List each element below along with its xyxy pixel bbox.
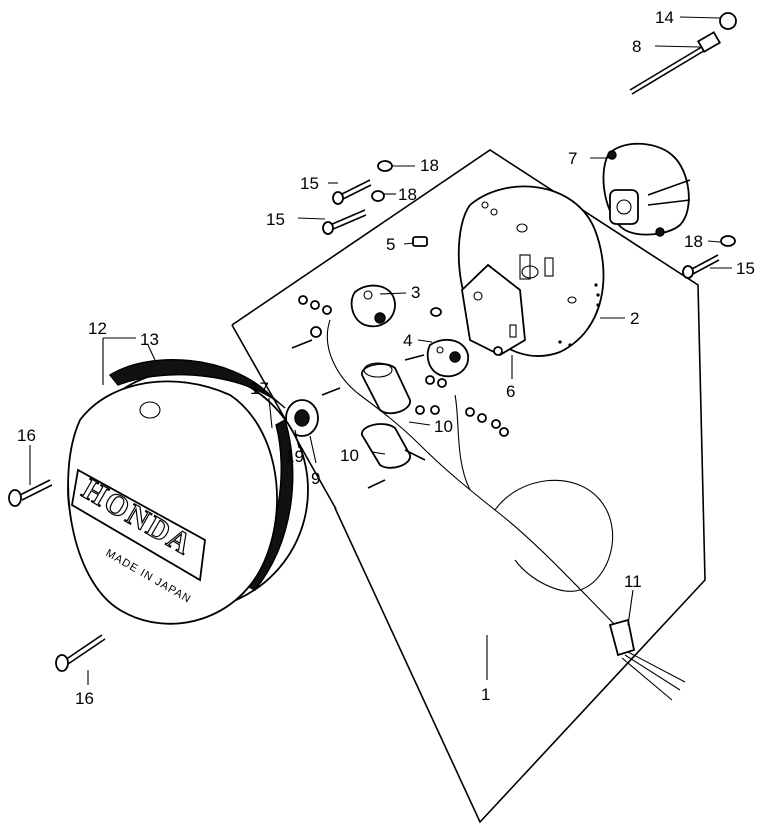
contact-point-lower xyxy=(426,338,469,378)
label-15-c: 15 xyxy=(736,259,755,278)
label-4: 4 xyxy=(403,331,412,350)
label-3: 3 xyxy=(411,283,420,302)
label-1: 1 xyxy=(481,685,490,704)
cover-screw-bottom xyxy=(55,634,106,672)
label-11: 11 xyxy=(624,572,642,591)
label-15-a: 15 xyxy=(300,174,319,193)
leader-lines xyxy=(29,16,732,685)
label-9: 9 xyxy=(311,469,320,488)
point-cover xyxy=(67,359,309,625)
label-19: 19 xyxy=(285,447,304,466)
label-16-b: 16 xyxy=(75,689,94,708)
cover-screw-left xyxy=(8,479,53,507)
label-12: 12 xyxy=(88,319,107,338)
washer-2 xyxy=(371,190,385,202)
label-5: 5 xyxy=(386,235,395,254)
breaker-plate xyxy=(461,263,526,357)
pin-5 xyxy=(412,236,428,247)
label-13: 13 xyxy=(140,330,159,349)
label-6: 6 xyxy=(506,382,515,401)
label-10-a: 10 xyxy=(434,417,453,436)
label-7: 7 xyxy=(568,149,577,168)
wiring-harness xyxy=(326,319,686,701)
label-8: 8 xyxy=(632,37,641,56)
label-18-c: 18 xyxy=(684,232,703,251)
condenser-upper xyxy=(361,362,411,415)
label-17: 17 xyxy=(250,379,269,398)
screw-middle xyxy=(322,209,367,235)
small-hardware xyxy=(291,295,509,489)
label-15-b: 15 xyxy=(266,210,285,229)
screw-right xyxy=(682,254,720,279)
label-18-b: 18 xyxy=(398,185,417,204)
label-2: 2 xyxy=(630,309,639,328)
condenser-lower xyxy=(361,423,426,469)
part-labels: 14 8 7 18 15 18 15 5 18 15 3 2 12 13 4 1… xyxy=(17,8,755,708)
advancer-housing xyxy=(602,142,691,237)
label-18-a: 18 xyxy=(420,156,439,175)
label-16-a: 16 xyxy=(17,426,36,445)
label-10-b: 10 xyxy=(340,446,359,465)
label-14: 14 xyxy=(655,8,674,27)
screw-upper xyxy=(332,179,372,205)
contact-point-upper xyxy=(350,284,396,328)
long-screw xyxy=(629,12,737,95)
washer-1 xyxy=(377,160,393,172)
washer-3 xyxy=(720,235,736,247)
